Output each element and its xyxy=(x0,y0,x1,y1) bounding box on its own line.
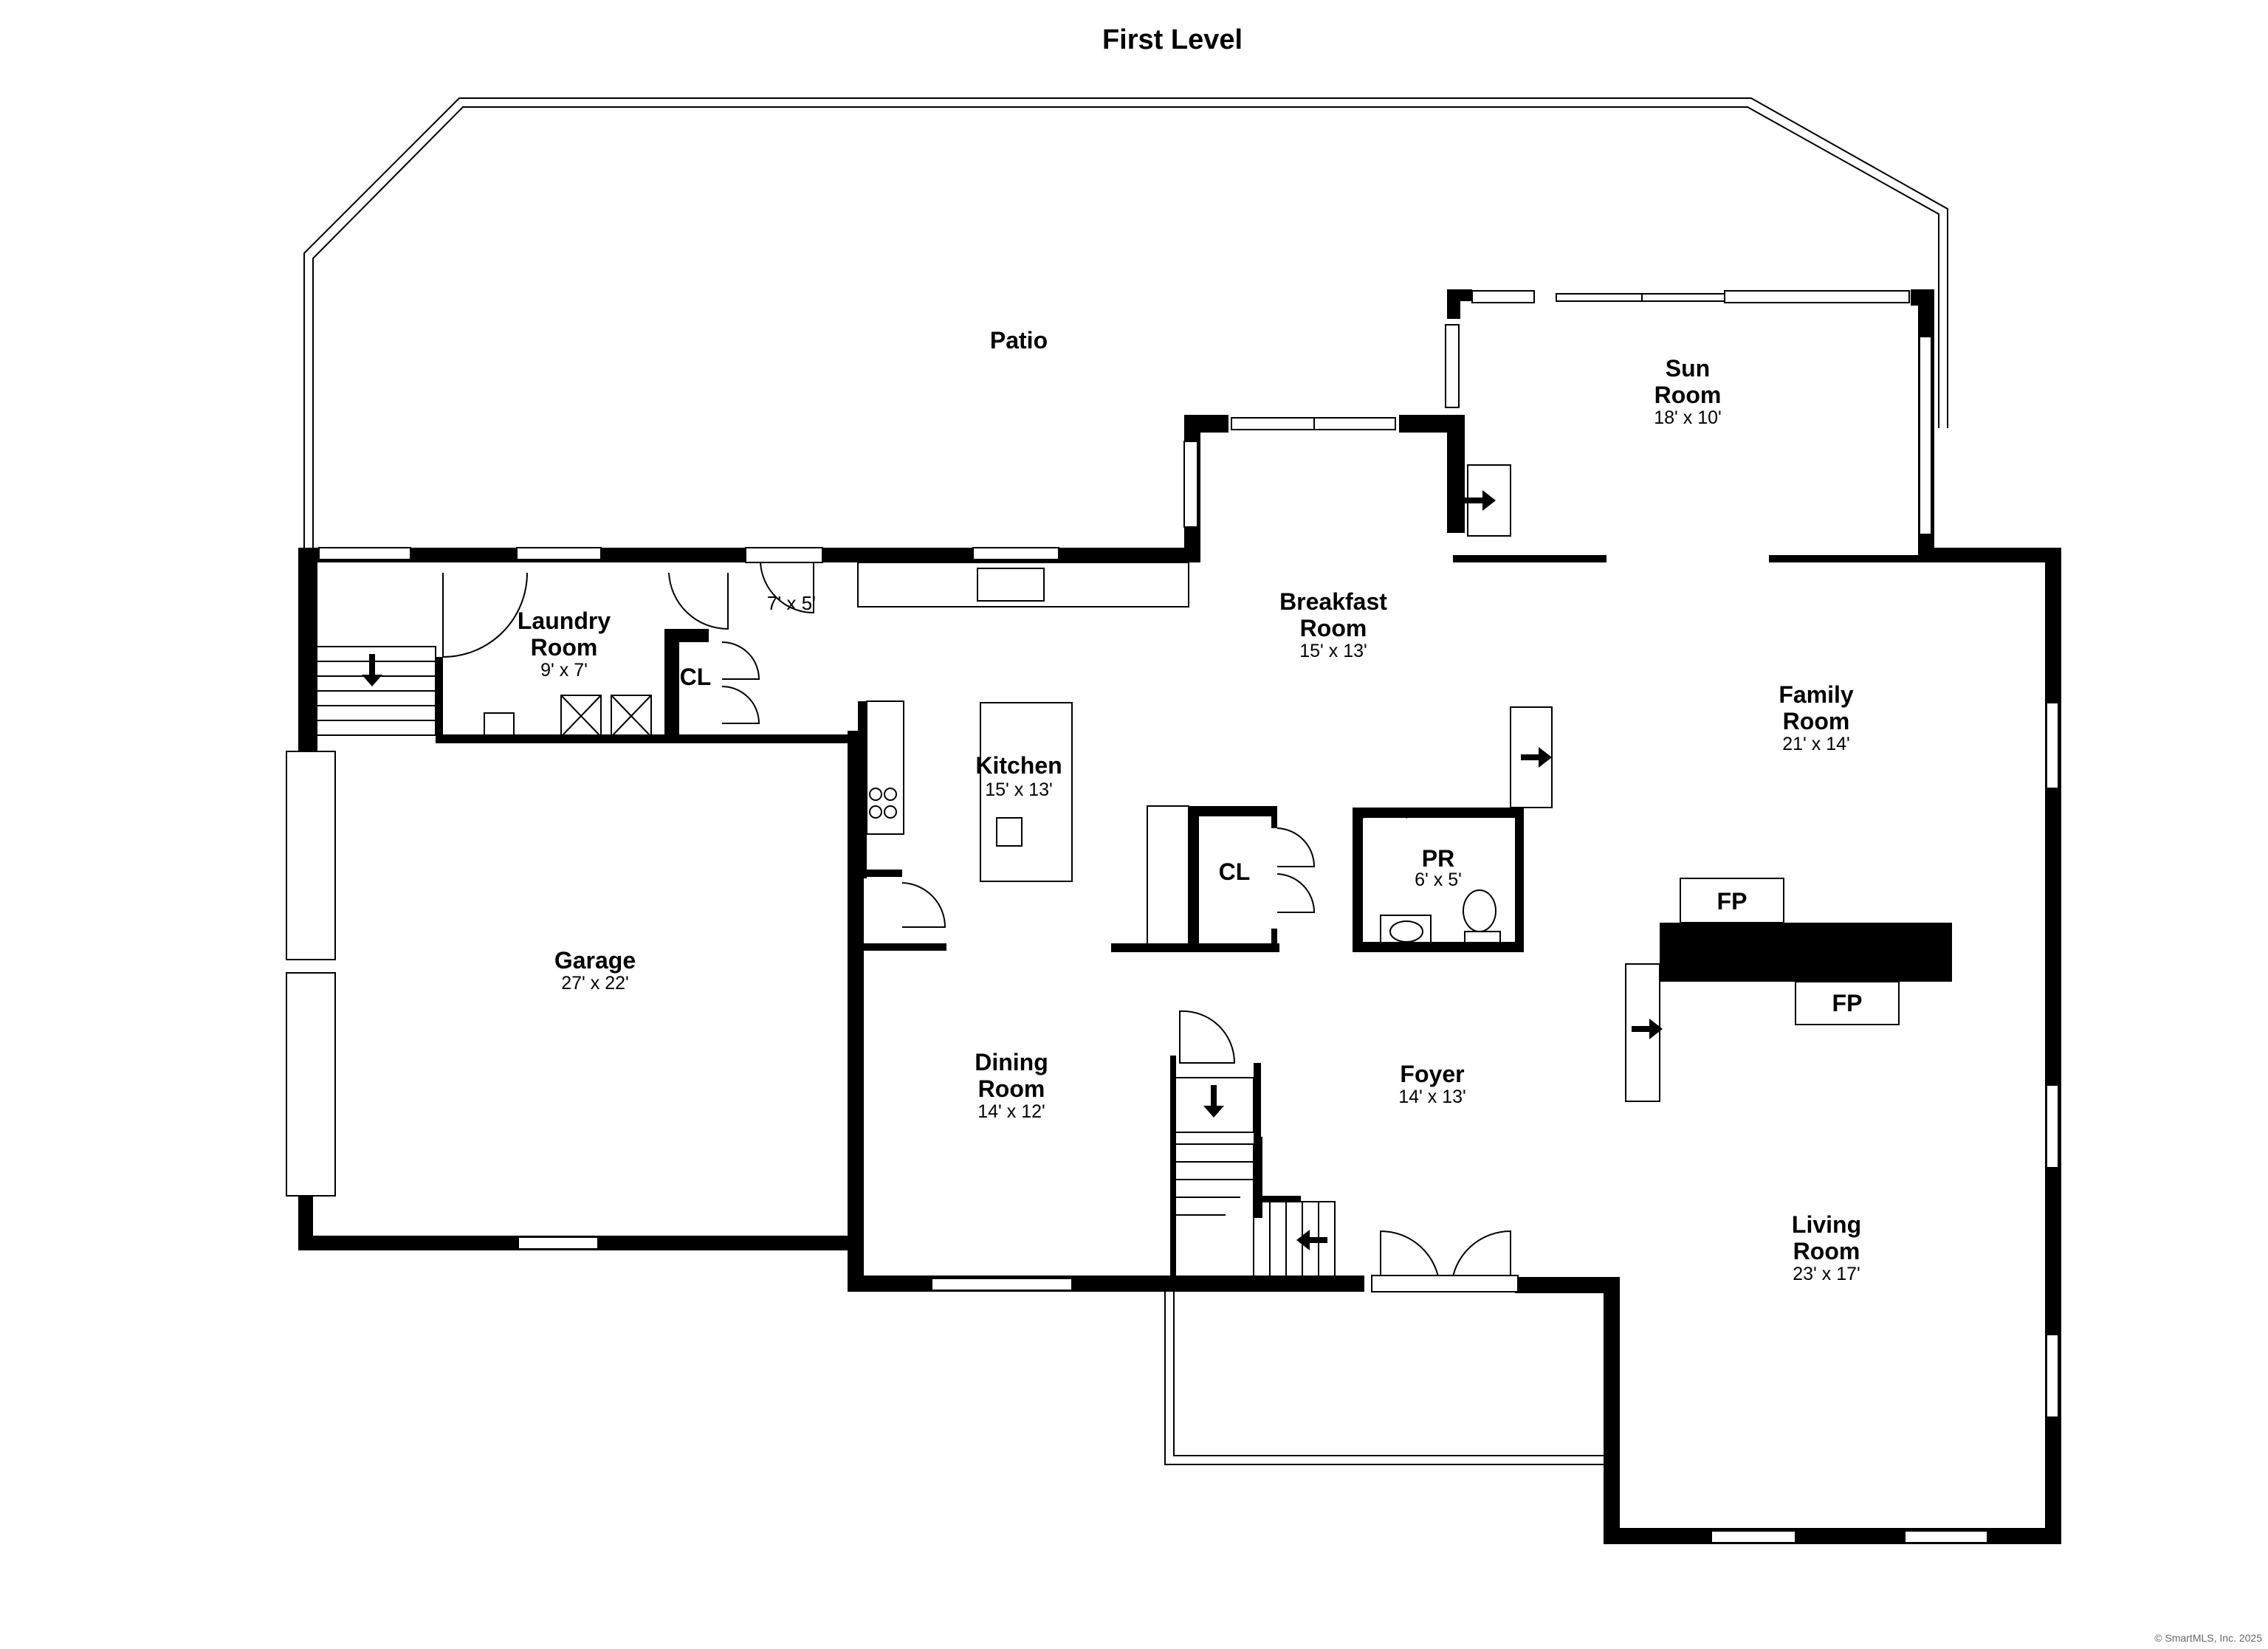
room-name: CL xyxy=(1219,858,1251,885)
arrow-down-icon xyxy=(1203,1085,1224,1118)
room-name: Kitchen xyxy=(975,752,1062,779)
fireplaces: FP FP xyxy=(1680,878,1900,1025)
doors xyxy=(442,547,1519,1292)
room-name: Dining xyxy=(975,1049,1048,1075)
room-name: Garage xyxy=(554,947,636,974)
room-name: Room xyxy=(1654,382,1722,408)
room-name: Room xyxy=(978,1075,1045,1102)
arrow-left-icon xyxy=(1296,1230,1327,1250)
fireplace-label: FP xyxy=(1717,888,1748,915)
room-dimensions: 23' x 17' xyxy=(1793,1264,1860,1284)
room-name: Laundry xyxy=(518,607,611,634)
room-dimensions: 15' x 13' xyxy=(1299,641,1367,661)
plan-title: First Level xyxy=(1102,24,1243,55)
stair-arrows xyxy=(362,490,1663,1250)
room-name: Breakfast xyxy=(1279,588,1387,615)
room-name: PR xyxy=(1422,845,1454,872)
room-name: Sun xyxy=(1666,355,1710,382)
room-name: Living xyxy=(1792,1211,1861,1238)
fireplace-label: FP xyxy=(1832,990,1863,1016)
walls xyxy=(298,289,2061,1544)
room-dimensions: 21' x 14' xyxy=(1782,734,1850,754)
arrow-down-icon xyxy=(362,654,382,686)
room-dimensions: 27' x 22' xyxy=(561,973,629,994)
copyright-credit: © SmartMLS, Inc. 2025 xyxy=(2154,1632,2262,1644)
arrow-right-icon xyxy=(1465,490,1496,511)
room-dimensions: 18' x 10' xyxy=(1654,407,1722,428)
room-labels: Patio Sun Room 18' x 10' Breakfast Room … xyxy=(518,327,1861,1284)
room-dimensions: 6' x 5' xyxy=(1415,870,1462,890)
windows xyxy=(286,290,2059,1543)
room-dimensions: 7' x 5' xyxy=(767,592,816,614)
room-dimensions: 15' x 13' xyxy=(985,779,1053,800)
room-name: Room xyxy=(1300,615,1367,641)
laundry-fixtures xyxy=(484,695,652,739)
kitchen-fixtures xyxy=(857,562,1189,946)
stairs xyxy=(305,464,1660,1278)
arrow-right-icon xyxy=(1521,747,1552,768)
porch-outline xyxy=(1164,1289,1604,1465)
room-name: Room xyxy=(1783,708,1850,734)
patio-outline xyxy=(303,97,1948,561)
room-name: Room xyxy=(531,634,598,661)
room-dimensions: 14' x 12' xyxy=(977,1101,1045,1122)
room-name: Foyer xyxy=(1400,1061,1464,1087)
powder-room-fixtures xyxy=(1380,889,1501,946)
room-dimensions: 9' x 7' xyxy=(540,660,588,681)
room-dimensions: 14' x 13' xyxy=(1398,1087,1466,1107)
arrow-right-icon xyxy=(1632,1019,1663,1039)
room-name: Patio xyxy=(990,327,1048,354)
room-name: CL xyxy=(680,664,712,690)
room-name: Room xyxy=(1793,1238,1860,1264)
room-name: Family xyxy=(1779,681,1854,708)
